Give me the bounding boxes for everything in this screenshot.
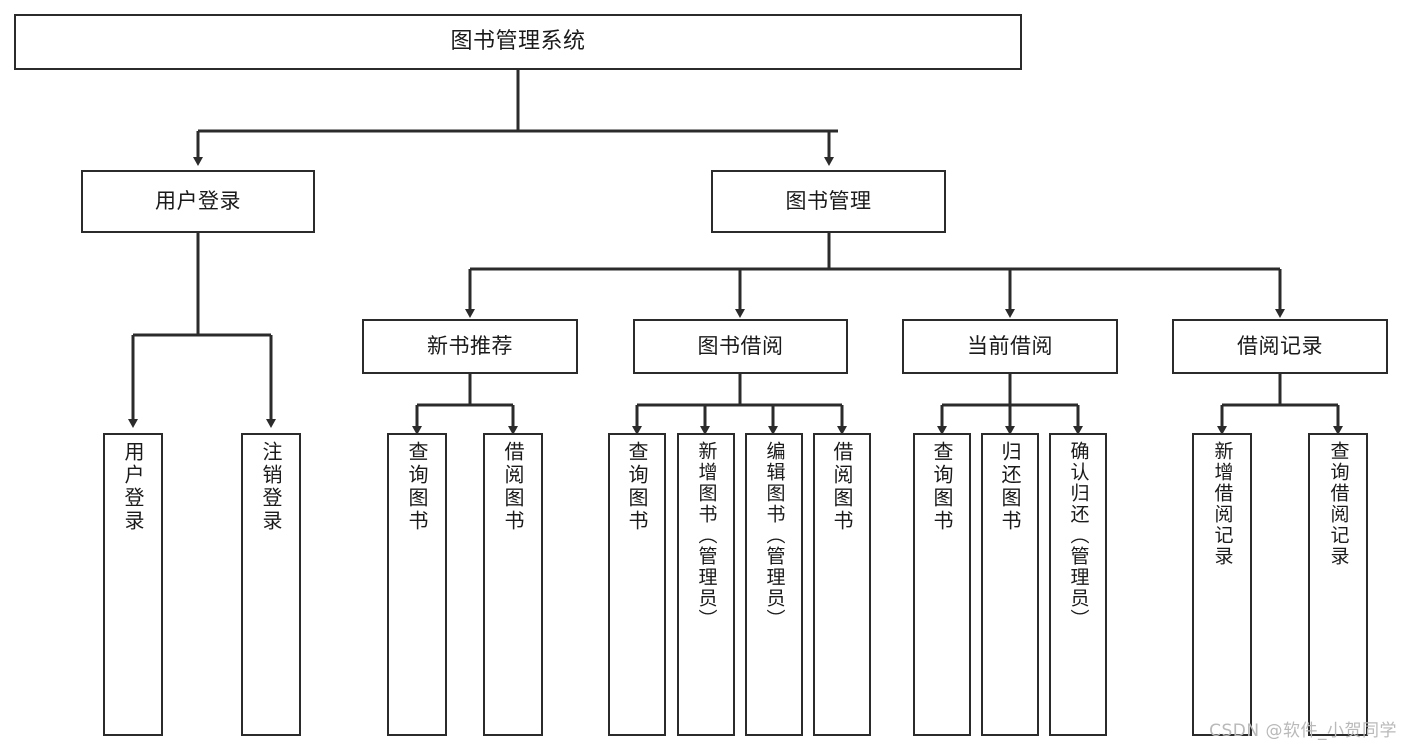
node-book-borrow[interactable]: 图书借阅 <box>633 319 848 374</box>
leaf-user-login-login[interactable]: 用户登录 <box>103 433 163 736</box>
node-label: 图书管理 <box>785 189 872 214</box>
leaf-new-book-query[interactable]: 查询图书 <box>387 433 447 736</box>
node-label: 注销登录 <box>259 441 283 533</box>
leaf-new-book-borrow[interactable]: 借阅图书 <box>483 433 543 736</box>
node-label: 借阅图书 <box>501 441 525 533</box>
node-label: 当前借阅 <box>967 334 1053 359</box>
node-label: 确认归还（管理员） <box>1067 441 1090 630</box>
node-label: 借阅图书 <box>830 441 854 533</box>
node-label: 查询借阅记录 <box>1327 441 1350 567</box>
leaf-borrow-record-add[interactable]: 新增借阅记录 <box>1192 433 1252 736</box>
leaf-book-borrow-edit-admin[interactable]: 编辑图书（管理员） <box>745 433 803 736</box>
node-book-management[interactable]: 图书管理 <box>711 170 946 233</box>
node-label: 查询图书 <box>625 441 649 533</box>
leaf-current-borrow-return[interactable]: 归还图书 <box>981 433 1039 736</box>
node-label: 查询图书 <box>930 441 954 533</box>
node-label: 新书推荐 <box>427 334 513 359</box>
node-user-login[interactable]: 用户登录 <box>81 170 315 233</box>
node-current-borrow[interactable]: 当前借阅 <box>902 319 1118 374</box>
leaf-current-borrow-query[interactable]: 查询图书 <box>913 433 971 736</box>
node-label: 图书管理系统 <box>450 29 586 55</box>
node-label: 编辑图书（管理员） <box>763 441 786 630</box>
leaf-book-borrow-add-admin[interactable]: 新增图书（管理员） <box>677 433 735 736</box>
node-label: 用户登录 <box>155 189 241 214</box>
watermark: CSDN @软件_小贺同学 <box>1209 721 1397 741</box>
leaf-current-borrow-confirm-admin[interactable]: 确认归还（管理员） <box>1049 433 1107 736</box>
node-label: 图书借阅 <box>697 334 784 359</box>
leaf-borrow-record-query[interactable]: 查询借阅记录 <box>1308 433 1368 736</box>
node-label: 新增图书（管理员） <box>695 441 718 630</box>
node-new-book-recommend[interactable]: 新书推荐 <box>362 319 578 374</box>
node-borrow-record[interactable]: 借阅记录 <box>1172 319 1388 374</box>
node-label: 新增借阅记录 <box>1211 441 1234 567</box>
leaf-book-borrow-query[interactable]: 查询图书 <box>608 433 666 736</box>
node-label: 查询图书 <box>405 441 429 533</box>
node-label: 用户登录 <box>121 441 145 533</box>
leaf-user-login-logout[interactable]: 注销登录 <box>241 433 301 736</box>
node-label: 借阅记录 <box>1237 334 1323 359</box>
leaf-book-borrow-borrow[interactable]: 借阅图书 <box>813 433 871 736</box>
node-root-system[interactable]: 图书管理系统 <box>14 14 1022 70</box>
node-label: 归还图书 <box>998 441 1022 533</box>
